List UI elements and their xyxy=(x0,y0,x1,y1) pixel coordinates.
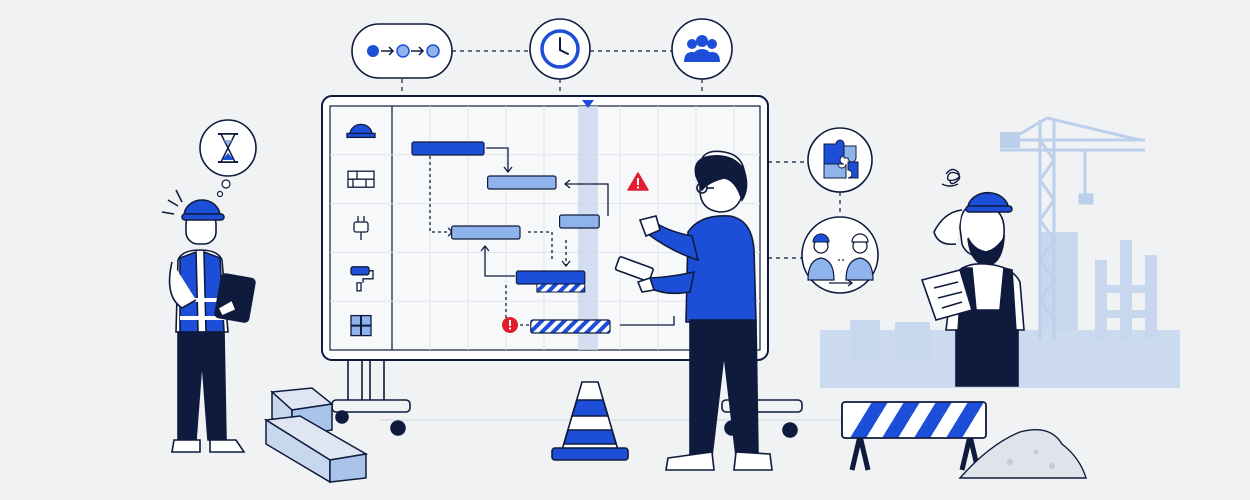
task-3-bar xyxy=(558,214,600,229)
gravel-pile xyxy=(958,429,1087,479)
gantt-task-bars xyxy=(411,141,611,334)
error-circle-icon xyxy=(502,317,518,333)
handoff-workers-icon xyxy=(801,216,879,294)
worker-with-tablet xyxy=(161,189,256,453)
scribble-thought-icon xyxy=(941,168,961,187)
hourglass-icon xyxy=(218,133,238,163)
planner-at-board xyxy=(614,150,773,471)
task-5-bar xyxy=(515,270,586,285)
traffic-cone xyxy=(551,381,629,461)
workflow-steps-icon xyxy=(351,23,453,79)
puzzle-pieces-icon xyxy=(807,127,873,193)
window-icon xyxy=(350,314,372,337)
hourglass-thought-bubble xyxy=(199,119,257,198)
gantt-row-icons xyxy=(346,123,376,337)
task-4-bar xyxy=(451,225,521,240)
worker-with-papers xyxy=(920,191,1025,387)
paint-roller-icon xyxy=(350,266,374,292)
gantt-board xyxy=(321,95,769,361)
team-icon xyxy=(671,18,733,80)
road-barrier xyxy=(841,401,987,471)
today-marker-icon xyxy=(582,100,594,108)
task-1-bar xyxy=(411,141,485,156)
power-plug-icon xyxy=(353,216,369,240)
hardhat-icon xyxy=(346,123,376,139)
right-icon-connectors xyxy=(768,161,841,259)
clock-icon xyxy=(529,18,591,80)
top-icon-connectors xyxy=(401,50,703,96)
tower-crane xyxy=(1000,116,1145,340)
task-5-remaining xyxy=(536,283,586,293)
whiteboard-stand xyxy=(331,359,803,438)
brick-wall-icon xyxy=(347,170,375,188)
task-6-bar xyxy=(530,319,611,334)
warning-triangle-icon xyxy=(627,172,649,191)
concrete-blocks xyxy=(263,387,369,484)
task-2-bar xyxy=(487,175,557,190)
